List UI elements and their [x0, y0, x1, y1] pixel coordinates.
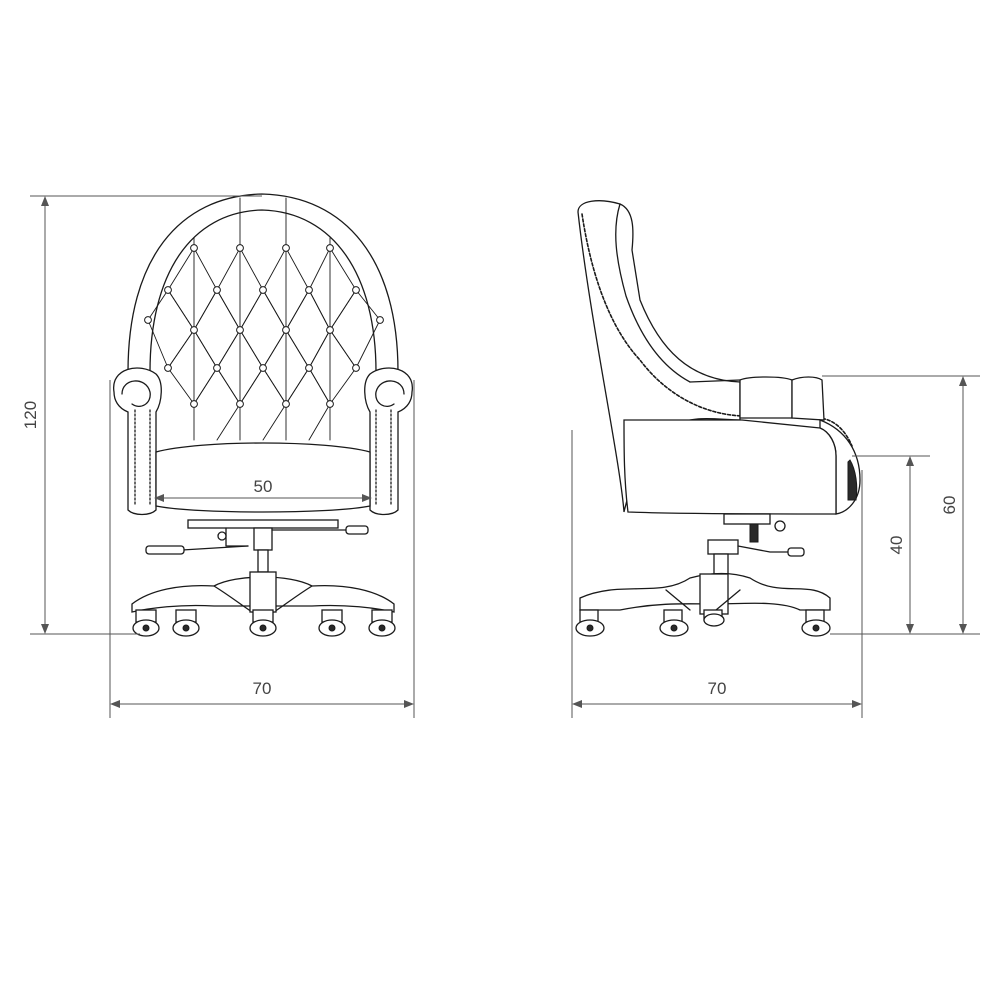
- front-caster-3: [249, 609, 277, 637]
- front-backrest-outline: [127, 193, 399, 373]
- front-caster-5: [368, 609, 396, 637]
- front-tufting-buttons: [144, 244, 384, 408]
- front-base: [131, 571, 395, 613]
- dimension-seat-width-label: 50: [254, 477, 273, 496]
- dimension-seat-height-label: 40: [887, 536, 906, 555]
- side-seat-body: [623, 419, 837, 515]
- dimension-seat-width: 50: [154, 477, 372, 502]
- side-base: [579, 572, 831, 615]
- side-caster-4: [801, 609, 831, 637]
- dimension-side-depth: 70: [571, 430, 863, 718]
- side-backrest-piping: [581, 213, 853, 447]
- side-view: [575, 200, 861, 637]
- dimension-arm-height-label: 60: [940, 496, 959, 515]
- front-left-arm: [113, 367, 162, 516]
- dimension-seat-height: 40: [830, 455, 930, 635]
- front-caster-1: [132, 609, 160, 637]
- dimension-front-height-label: 120: [21, 401, 40, 429]
- front-mechanism: [145, 519, 369, 573]
- front-view: [113, 193, 413, 637]
- dimension-front-width: 70: [109, 380, 415, 718]
- dimension-side-depth-label: 70: [708, 679, 727, 698]
- side-mechanism: [707, 513, 805, 575]
- front-casters: [132, 609, 396, 637]
- front-dimensions: 120 70 50: [21, 195, 415, 718]
- dimension-arm-height: 60: [822, 375, 980, 635]
- front-backrest-inner: [149, 209, 377, 373]
- front-tufting-lines: [147, 197, 381, 441]
- dimension-front-height: 120: [21, 195, 262, 635]
- side-caster-3: [703, 609, 725, 627]
- side-caster-1: [575, 609, 605, 637]
- front-caster-4: [318, 609, 346, 637]
- front-caster-2: [172, 609, 200, 637]
- front-right-arm: [364, 367, 413, 516]
- side-dimensions: 70 40 60: [571, 375, 980, 718]
- side-casters: [575, 609, 831, 637]
- side-caster-2: [659, 609, 689, 637]
- dimension-front-width-label: 70: [253, 679, 272, 698]
- front-seat-cushion: [155, 442, 371, 513]
- side-arm-cushions: [689, 376, 825, 421]
